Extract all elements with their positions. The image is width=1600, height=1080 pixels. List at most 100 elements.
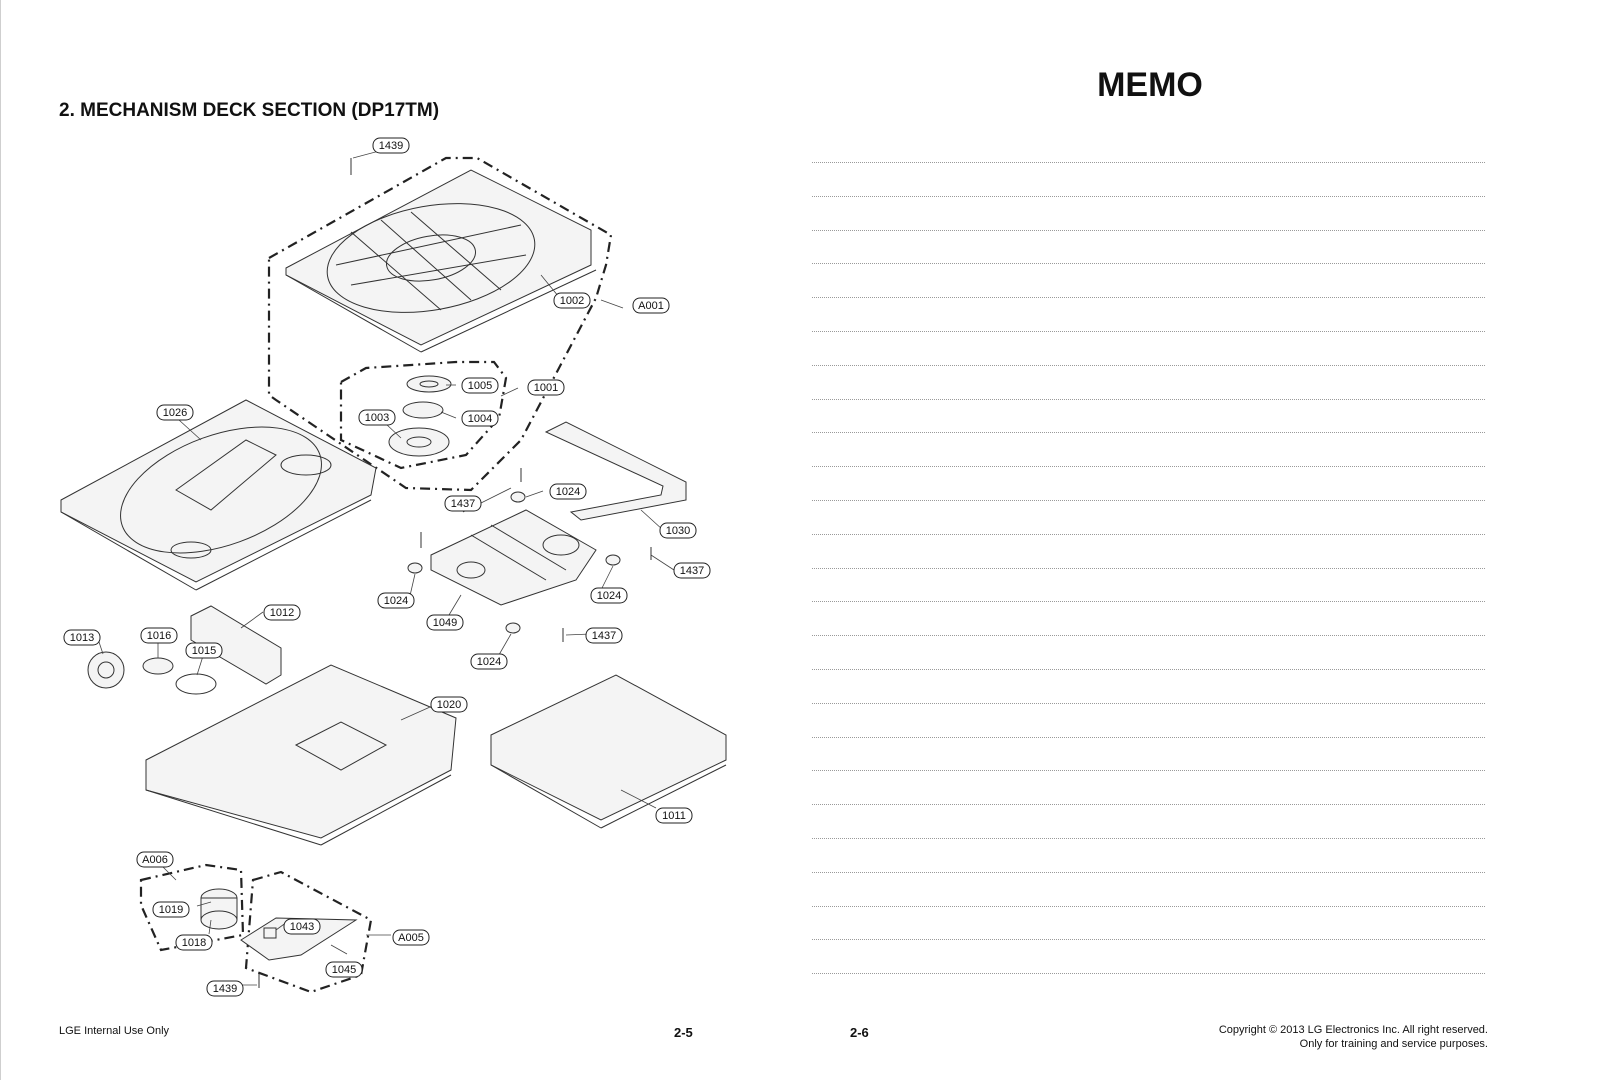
base-1011 [490,674,727,821]
callout-1024-b: 1024 [590,587,628,604]
memo-rule-line [812,669,1485,670]
callout-label: 1002 [560,295,584,307]
callout-1018: 1018 [175,934,213,951]
callout-label: 1439 [213,983,237,995]
pulley-1016 [142,657,174,675]
memo-rule-line [812,432,1485,434]
callout-label: 1012 [270,607,294,619]
section-title: 2. MECHANISM DECK SECTION (DP17TM) [59,100,440,121]
group-outline-a006 [139,863,245,952]
callout-label: 1437 [451,498,475,510]
callout-1005: 1005 [461,377,499,394]
callout-label: A006 [142,854,168,866]
callout-1002: 1002 [553,292,591,309]
slider-1012 [190,605,282,685]
memo-rule-line [812,533,1485,535]
callout-a001: A001 [632,297,670,314]
callout-label: 1024 [477,656,501,668]
damper-1024-b [407,562,423,574]
damper-1024-c [605,554,621,566]
clamper-1005 [406,375,452,393]
callout-1013: 1013 [63,629,101,646]
callout-label: 1045 [332,964,356,976]
exploded-view-diagram: 1439 1002 A001 1005 1001 1003 1004 1026 … [60,137,727,997]
callout-1024-d: 1024 [470,653,508,670]
damper-1024-a [510,491,526,503]
callout-label: A001 [638,300,664,312]
callout-1020: 1020 [430,696,468,713]
magnet-1004 [402,401,444,419]
callout-label: 1024 [384,595,408,607]
callout-1016: 1016 [140,627,178,644]
callout-label: 1011 [662,810,686,822]
footer-internal-use: LGE Internal Use Only [59,1025,170,1037]
memo-rule-line [812,331,1485,332]
callout-1011: 1011 [655,807,693,824]
callout-1049: 1049 [426,614,464,631]
memo-rule-line [812,297,1485,299]
callout-label: 1439 [379,140,403,152]
callout-label: 1024 [597,590,621,602]
group-outline-a001 [267,156,613,492]
pickup-base-1049 [430,509,597,606]
callout-label: 1049 [433,617,457,629]
copyright-line-1: Copyright © 2013 LG Electronics Inc. All… [1218,1024,1488,1036]
memo-rule-line [812,635,1485,637]
callout-1026: 1026 [156,404,194,421]
callout-label: 1019 [159,904,183,916]
memo-rule-line [812,601,1485,603]
callout-a006: A006 [136,851,174,868]
memo-title: MEMO [1097,66,1203,104]
callout-1439-bottom: 1439 [206,980,244,997]
callout-label: 1004 [468,413,492,425]
group-outline-1001 [339,360,508,470]
copyright-line-2: Only for training and service purposes. [1299,1038,1488,1050]
memo-rule-line [812,398,1485,400]
callout-label: 1026 [163,407,187,419]
memo-rule-line [812,195,1485,197]
memo-rule-line [812,364,1485,366]
memo-rule-line [812,973,1485,975]
group-outline-a005 [244,870,373,994]
flex-cable-1030 [544,421,687,521]
memo-rule-line [812,804,1485,806]
callout-label: 1015 [192,645,216,657]
callout-label: 1020 [437,699,461,711]
belt-1015 [175,673,217,695]
callout-1012: 1012 [263,604,301,621]
memo-rule-line [812,263,1485,265]
memo-rule-line [812,567,1485,569]
memo-rule-line [812,500,1485,501]
callout-label: 1018 [182,937,206,949]
page-number-right: 2-6 [850,1025,869,1040]
main-chassis-1020 [145,664,457,839]
callout-1437-a: 1437 [444,495,482,512]
page-number-left: 2-5 [674,1025,693,1040]
memo-rule-line [812,838,1485,839]
callout-label: A005 [398,932,424,944]
switch-1043 [263,927,277,939]
callout-1437-b: 1437 [673,562,711,579]
callout-1004: 1004 [461,410,499,427]
callout-label: 1043 [290,921,314,933]
callout-1003: 1003 [358,409,396,426]
memo-rule-line [812,229,1485,231]
callout-label: 1437 [680,565,704,577]
callout-1030: 1030 [659,522,697,539]
callout-1015: 1015 [185,642,223,659]
callout-label: 1030 [666,525,690,537]
copyright-notice: Copyright © 2013 LG Electronics Inc. All… [1219,1023,1488,1051]
callout-label: 1437 [592,630,616,642]
memo-rule-line [812,939,1485,941]
callout-1001: 1001 [527,379,565,396]
memo-rule-line [812,905,1485,907]
memo-rule-line [812,466,1485,468]
memo-rule-line [812,871,1485,873]
clamp-1003 [388,427,450,457]
callout-label: 1003 [365,412,389,424]
callout-1019: 1019 [152,901,190,918]
callout-1437-c: 1437 [585,627,623,644]
callout-1045: 1045 [325,961,363,978]
gear-1013 [87,651,125,689]
